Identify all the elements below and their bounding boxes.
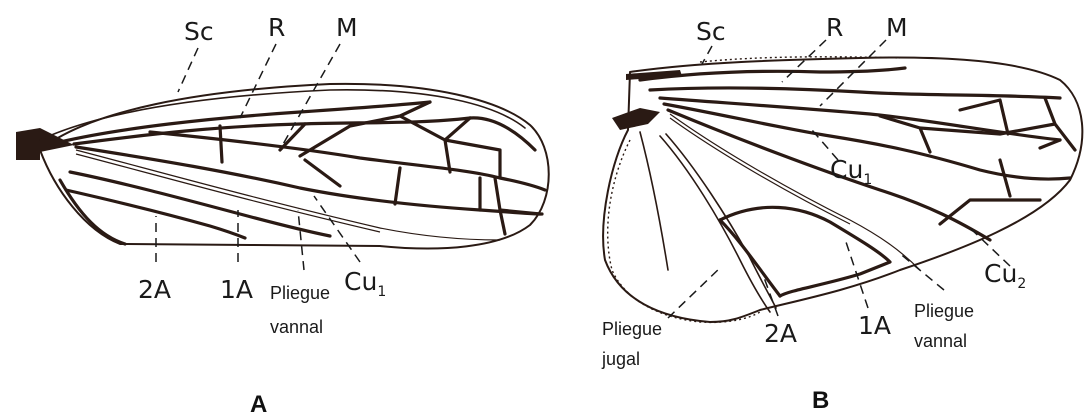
wing-b: Sc R M Cu1 Cu2 2A 1A Pliegue vannal Plie…: [601, 13, 1082, 414]
wing-a-r-label: R: [268, 13, 285, 42]
wing-a-cu1-leader: [314, 196, 360, 262]
wing-b-base: [612, 108, 660, 130]
wing-b-m-label: M: [886, 13, 908, 42]
wing-a-2a-label: 2A: [138, 275, 171, 304]
wing-a-pliegue-vannal-label-2: vannal: [270, 317, 323, 337]
wing-a-m-vein: [150, 132, 545, 190]
wing-a-cu1-label: Cu1: [344, 267, 386, 300]
wing-b-pliegue-jugal-leader: [668, 266, 722, 318]
wing-a-cu1-vein: [76, 147, 542, 214]
wing-b-1a-label: 1A: [858, 311, 891, 340]
wing-b-2a-vein: [660, 136, 770, 312]
wing-b-r-label: R: [826, 13, 843, 42]
wing-b-pliegue-vannal-label-1: Pliegue: [914, 301, 974, 321]
wing-a-pliegue-vannal-leader: [298, 210, 304, 270]
wing-a: Sc R M Cu1 2A 1A Pliegue vannal A: [16, 13, 549, 418]
wing-a-1a-vein: [70, 172, 330, 236]
wing-b-r-vein: [650, 88, 1060, 98]
wing-a-sc-leader: [178, 48, 198, 92]
wing-a-m-leader: [282, 44, 340, 146]
wing-a-pliegue-vannal-label-1: Pliegue: [270, 283, 330, 303]
wing-b-pliegue-vannal-label-2: vannal: [914, 331, 967, 351]
wing-b-1a-leader: [846, 242, 868, 308]
wing-a-sc-label: Sc: [184, 17, 214, 46]
wing-b-caption: B: [812, 387, 829, 414]
wing-a-1a-label: 1A: [220, 275, 253, 304]
wing-a-outline: [40, 84, 549, 249]
wing-b-cu2-label: Cu2: [984, 259, 1026, 292]
wing-a-m-label: M: [336, 13, 358, 42]
wing-b-pliegue-jugal-label-1: Pliegue: [602, 319, 662, 339]
wing-b-crossveins: [880, 98, 1075, 224]
wing-b-sc-label: Sc: [696, 17, 726, 46]
wing-a-r-leader: [240, 44, 276, 118]
wing-b-jugal-vein: [640, 132, 668, 270]
wing-b-cu1-label: Cu1: [830, 155, 872, 188]
wing-a-caption: A: [250, 391, 267, 418]
wing-b-pliegue-jugal-label-2: jugal: [601, 349, 640, 369]
wing-b-sc-vein: [640, 68, 905, 80]
wing-b-2a-label: 2A: [764, 319, 797, 348]
